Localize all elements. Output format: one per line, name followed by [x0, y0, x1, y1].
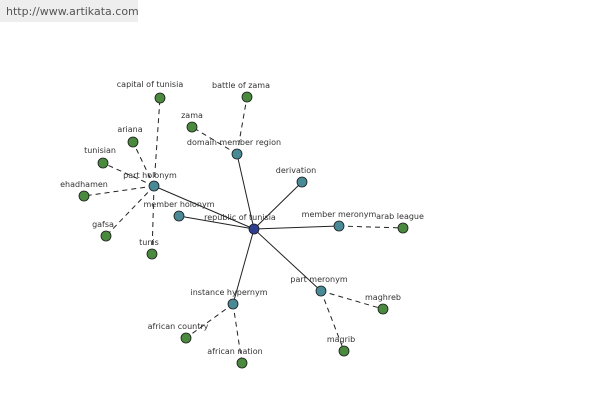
- node-maghreb[interactable]: [377, 303, 389, 315]
- node-battle-of-zama[interactable]: [241, 91, 253, 103]
- edge-part_holonym-to-ariana: [132, 141, 155, 187]
- node-member-meronym[interactable]: [333, 220, 345, 232]
- label-domain-member-region[interactable]: domain member region: [187, 138, 281, 147]
- edge-republic-to-member_holonym: [178, 215, 255, 230]
- label-ariana[interactable]: ariana: [117, 125, 142, 134]
- node-zama[interactable]: [186, 121, 198, 133]
- edge-instance_hypernym-to-african_nation: [232, 303, 243, 364]
- node-derivation[interactable]: [296, 176, 308, 188]
- node-tunisian[interactable]: [97, 157, 109, 169]
- edge-member_meronym-to-arab_league: [338, 225, 404, 229]
- node-republic[interactable]: [248, 223, 260, 235]
- node-ehadhamen[interactable]: [78, 190, 90, 202]
- url-banner: http://www.artikata.com: [0, 0, 139, 22]
- node-part-meronym[interactable]: [315, 285, 327, 297]
- label-arab-league[interactable]: arab league: [376, 212, 424, 221]
- edge-part_holonym-to-tunis: [151, 185, 155, 255]
- label-ehadhamen[interactable]: ehadhamen: [60, 180, 108, 189]
- labels-layer: republic of tunisia part holonym domain me…: [60, 80, 424, 356]
- edge-republic-to-domain_member_region: [236, 153, 255, 230]
- node-gafsa[interactable]: [100, 230, 112, 242]
- source-url-link[interactable]: http://www.artikata.com: [6, 5, 139, 18]
- label-member-meronym[interactable]: member meronym: [302, 210, 377, 219]
- label-part-meronym[interactable]: part meronym: [290, 275, 347, 284]
- edge-instance_hypernym-to-african_country: [185, 303, 234, 339]
- label-magrib[interactable]: magrib: [327, 335, 355, 344]
- label-tunisian[interactable]: tunisian: [84, 146, 116, 155]
- node-tunis[interactable]: [146, 248, 158, 260]
- node-magrib[interactable]: [338, 345, 350, 357]
- edge-part_holonym-to-ehadhamen: [83, 185, 155, 197]
- edge-republic-to-member_meronym: [253, 225, 340, 230]
- label-maghreb[interactable]: maghreb: [365, 293, 401, 302]
- node-ariana[interactable]: [127, 136, 139, 148]
- edge-part_holonym-to-tunisian: [102, 162, 155, 187]
- edge-part_meronym-to-magrib: [320, 290, 345, 352]
- label-african-country[interactable]: african country: [148, 322, 209, 331]
- nodes-layer: [78, 91, 409, 369]
- node-part-holonym[interactable]: [148, 180, 160, 192]
- node-african-nation[interactable]: [236, 357, 248, 369]
- node-african-country[interactable]: [180, 332, 192, 344]
- label-zama[interactable]: zama: [181, 111, 203, 120]
- label-gafsa[interactable]: gafsa: [92, 220, 114, 229]
- node-arab-league[interactable]: [397, 222, 409, 234]
- node-capital-of-tunisia[interactable]: [154, 92, 166, 104]
- node-member-holonym[interactable]: [173, 210, 185, 222]
- edge-part_holonym-to-capital_of_tunisia: [153, 97, 161, 187]
- edge-republic-to-derivation: [253, 181, 303, 230]
- label-instance-hypernym[interactable]: instance hypernym: [191, 288, 268, 297]
- node-instance-hypernym[interactable]: [227, 298, 239, 310]
- label-african-nation[interactable]: african nation: [207, 347, 262, 356]
- edge-part_holonym-to-gafsa: [105, 185, 155, 237]
- label-member-holonym[interactable]: member holonym: [143, 200, 214, 209]
- node-domain-member-region[interactable]: [231, 148, 243, 160]
- label-battle-of-zama[interactable]: battle of zama: [212, 81, 270, 90]
- edge-republic-to-part_meronym: [253, 228, 322, 292]
- label-capital-of-tunisia[interactable]: capital of tunisia: [117, 80, 184, 89]
- edge-republic-to-part_holonym: [153, 185, 255, 230]
- label-derivation[interactable]: derivation: [276, 166, 316, 175]
- label-part-holonym[interactable]: part holonym: [123, 171, 177, 180]
- edges-layer: [83, 96, 404, 364]
- edge-republic-to-instance_hypernym: [232, 228, 255, 305]
- edge-part_meronym-to-maghreb: [320, 290, 384, 310]
- label-tunis[interactable]: tunis: [139, 238, 159, 247]
- edge-domain_member_region-to-battle_of_zama: [236, 96, 248, 155]
- label-republic[interactable]: republic of tunisia: [204, 213, 276, 222]
